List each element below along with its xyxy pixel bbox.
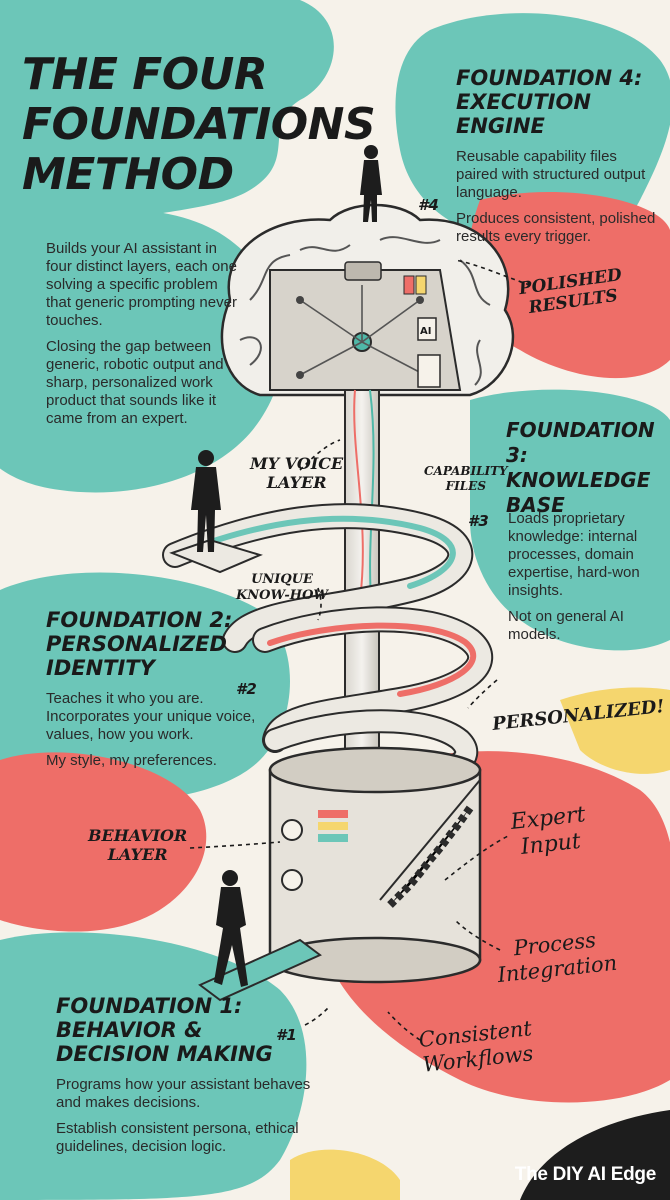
foundation-1-heading-line-1: FOUNDATION 1:: [56, 994, 243, 1018]
annotation-capability-line-1: CAPABILITY: [424, 464, 508, 478]
foundation-2-heading-line-2: PERSONALIZED: [46, 632, 227, 656]
annotation-behavior-layer: BEHAVIOR LAYER: [88, 826, 187, 864]
foundation-4-heading-line-2: EXECUTION ENGINE: [456, 90, 591, 138]
annotation-behavior-line-1: BEHAVIOR: [88, 826, 188, 845]
annotation-capability-files: CAPABILITY FILES: [424, 464, 508, 494]
foundation-1-heading-line-3: DECISION MAKING: [56, 1042, 273, 1066]
annotation-expert-input: Expert Input: [509, 802, 589, 862]
annotation-capability-line-2: FILES: [445, 479, 486, 493]
foundation-4-paragraph-1: Reusable capability files paired with st…: [456, 148, 646, 201]
blob-right-yellow: [560, 687, 670, 774]
foundation-4-badge: #4: [418, 196, 439, 214]
foundation-2-block: FOUNDATION 2: PERSONALIZED IDENTITY Teac…: [46, 608, 261, 778]
figure-top: [360, 145, 382, 222]
blob-right-coral: [467, 191, 670, 379]
blob-f2-teal: [0, 572, 290, 802]
annotation-unique-know-how: UNIQUE KNOW-HOW: [236, 572, 328, 604]
brain-illustration: [220, 203, 515, 397]
foundation-1-heading-line-2: BEHAVIOR &: [56, 1018, 203, 1042]
ai-chip-label: AI: [420, 326, 432, 337]
foundation-2-badge: #2: [236, 680, 257, 698]
brand-logo: The DIY AI Edge: [514, 1164, 657, 1185]
foundation-2-heading-line-3: IDENTITY: [46, 656, 155, 680]
foundation-3-badge: #3: [468, 512, 489, 530]
foundation-3-heading: FOUNDATION 3: KNOWLEDGE BASE: [506, 418, 661, 518]
foundation-1-heading: FOUNDATION 1: BEHAVIOR & DECISION MAKING: [56, 994, 316, 1066]
blob-yellow-accent: [290, 1149, 400, 1200]
figure-bottom: [214, 870, 248, 987]
foundation-4-block: FOUNDATION 4: EXECUTION ENGINE Reusable …: [456, 66, 656, 254]
foundation-3-heading-line-1: FOUNDATION 3:: [506, 418, 655, 467]
annotation-voice-line-1: MY VOICE: [250, 454, 344, 473]
blob-top-right-teal: [395, 13, 670, 244]
foundation-2-heading-line-1: FOUNDATION 2:: [46, 608, 233, 632]
annotation-behavior-line-2: LAYER: [107, 845, 168, 864]
foundation-3-paragraph-2: Not on general AI models.: [508, 608, 624, 643]
page-title: THE FOUR FOUNDATIONS METHOD: [22, 49, 376, 200]
foundation-1-paragraph-2: Establish consistent persona, ethical gu…: [56, 1120, 299, 1155]
intro-block: Builds your AI assistant in four distinc…: [46, 240, 246, 436]
intro-paragraph-2: Closing the gap between generic, robotic…: [46, 338, 224, 427]
foundation-4-paragraph-2: Produces consistent, polished results ev…: [456, 210, 656, 245]
foundation-3-heading-block: FOUNDATION 3: KNOWLEDGE BASE: [506, 418, 661, 528]
intro-paragraph-1: Builds your AI assistant in four distinc…: [46, 240, 237, 329]
blob-intro-teal: [0, 208, 284, 493]
annotation-knowhow-line-2: KNOW-HOW: [236, 588, 328, 603]
title-line-3: METHOD: [22, 149, 234, 200]
figure-middle: [191, 450, 221, 552]
foundation-2-heading: FOUNDATION 2: PERSONALIZED IDENTITY: [46, 608, 261, 680]
blob-left-coral: [0, 752, 207, 932]
foundation-4-heading: FOUNDATION 4: EXECUTION ENGINE: [456, 66, 656, 138]
annotation-arrows: [189, 259, 531, 1041]
foundation-3-heading-line-3: BASE: [506, 493, 565, 517]
foundation-2-paragraph-1: Teaches it who you are. Incorporates you…: [46, 690, 256, 743]
annotation-voice-line-2: LAYER: [266, 473, 327, 492]
annotation-my-voice-layer: MY VOICE LAYER: [250, 454, 343, 492]
foundation-3-paragraph-1: Loads proprietary knowledge: internal pr…: [508, 510, 640, 599]
title-line-2: FOUNDATIONS: [22, 99, 376, 150]
blob-right-teal-mid: [470, 389, 670, 651]
foundation-1-block: FOUNDATION 1: BEHAVIOR & DECISION MAKING…: [56, 994, 316, 1164]
blob-bottom-dark-corner: [520, 1110, 670, 1200]
foundation-3-heading-line-2: KNOWLEDGE: [506, 468, 651, 492]
title-line-1: THE FOUR: [22, 49, 268, 100]
foundation-4-heading-line-1: FOUNDATION 4:: [456, 66, 643, 90]
figure-silhouettes: [191, 145, 382, 987]
annotation-knowhow-line-1: UNIQUE: [251, 572, 313, 587]
foundation-3-text-block: Loads proprietary knowledge: internal pr…: [508, 510, 658, 652]
entrance-walkway: [198, 938, 322, 1002]
base-cylinder: [268, 746, 482, 984]
blob-bottom-left-teal: [0, 932, 307, 1200]
blob-top-left-teal: [0, 0, 334, 250]
foundation-1-badge: #1: [276, 1026, 297, 1044]
foundation-2-paragraph-2: My style, my preferences.: [46, 752, 217, 769]
foundation-1-paragraph-1: Programs how your assistant behaves and …: [56, 1076, 311, 1111]
